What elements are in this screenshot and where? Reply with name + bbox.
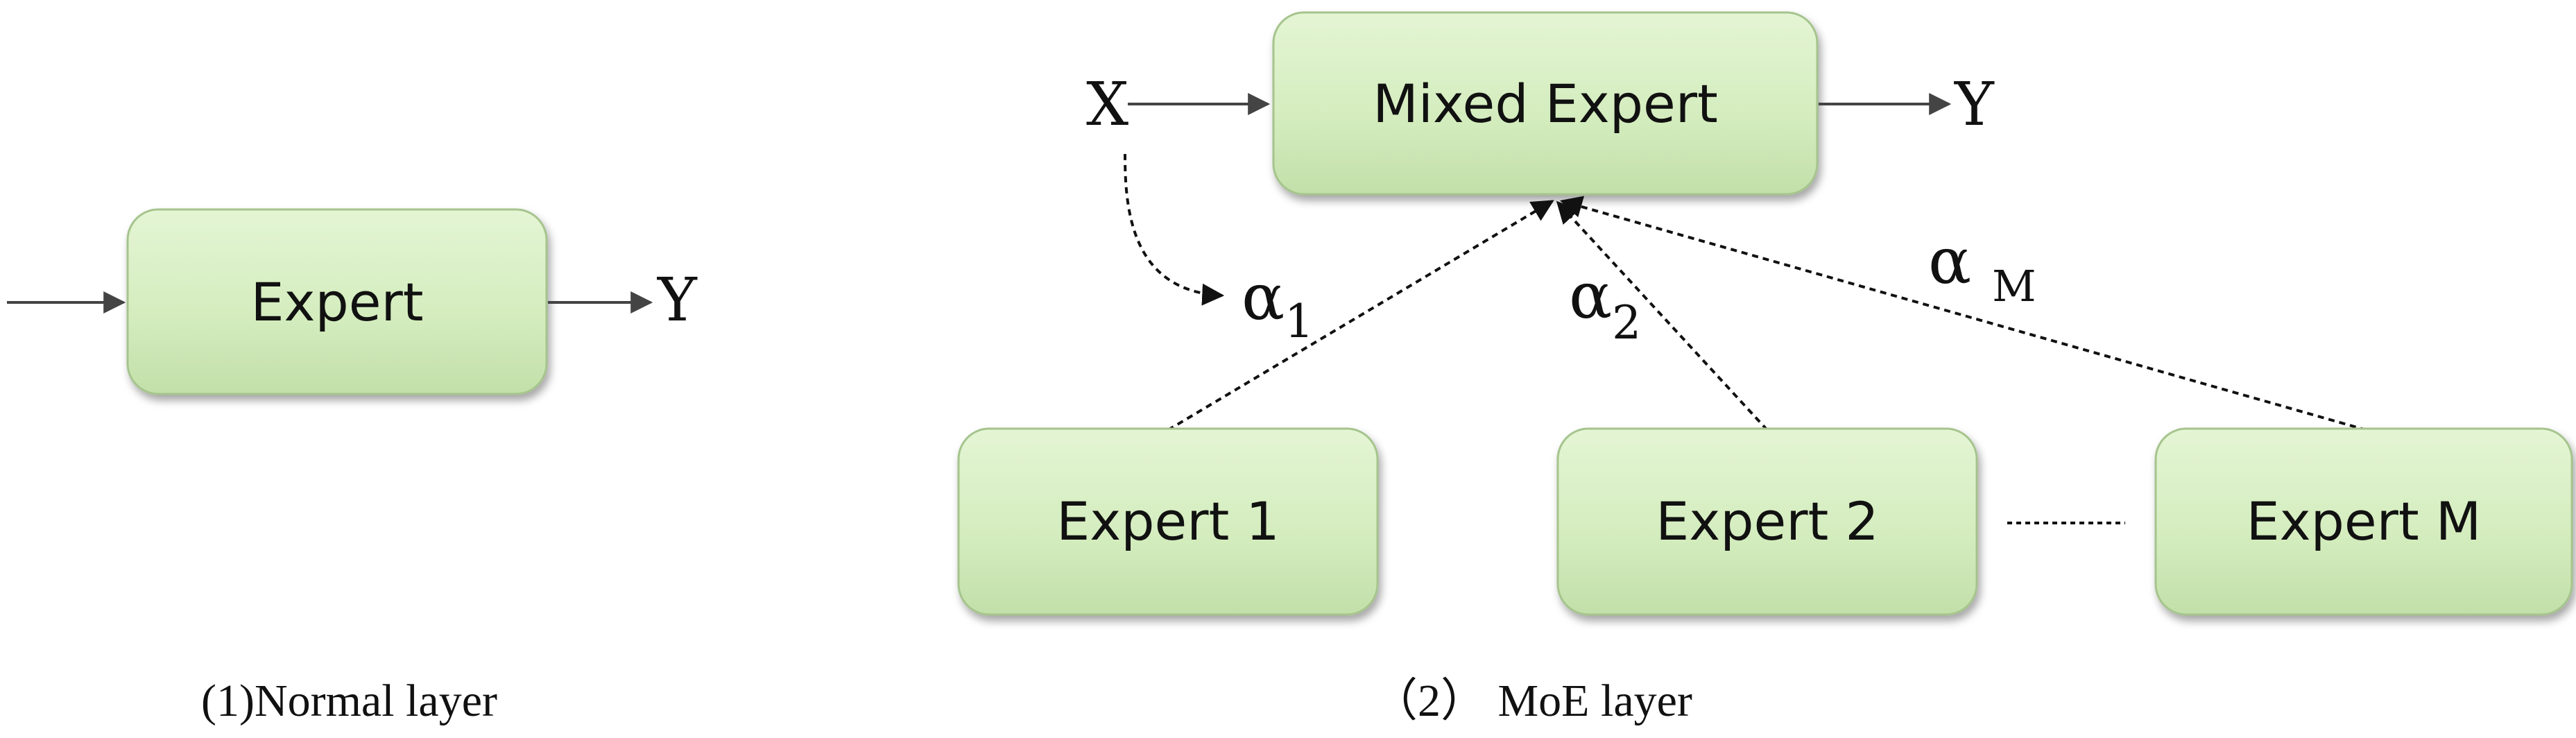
expert-2-box: Expert 2 bbox=[1556, 427, 1978, 616]
moe-output-label: Y bbox=[1954, 70, 1995, 139]
expert-2-label: Expert 2 bbox=[1656, 490, 1879, 552]
expert-m-label: Expert M bbox=[2247, 490, 2482, 552]
expert-1-dashed-arrow bbox=[1167, 200, 1554, 431]
gate-alpha-2: α2 bbox=[1569, 259, 1641, 350]
expert-box-label: Expert bbox=[250, 271, 423, 333]
expert-2-dashed-arrow bbox=[1556, 200, 1769, 431]
mixed-expert-label: Mixed Expert bbox=[1373, 73, 1718, 135]
moe-layer-caption: （2） MoE layer bbox=[1372, 676, 1692, 726]
moe-input-label: X bbox=[1086, 70, 1128, 139]
expert-m-box: Expert M bbox=[2154, 427, 2573, 616]
normal-output-label: Y bbox=[657, 266, 698, 335]
expert-1-box: Expert 1 bbox=[957, 427, 1379, 616]
gating-dashed-arrow bbox=[1124, 153, 1225, 306]
normal-layer-caption: (1)Normal layer bbox=[201, 676, 497, 726]
mixed-expert-box: Mixed Expert bbox=[1272, 11, 1819, 196]
expert-box: Expert bbox=[126, 208, 548, 395]
expert-1-label: Expert 1 bbox=[1056, 490, 1280, 552]
gate-alpha-1: α1 bbox=[1242, 260, 1314, 348]
